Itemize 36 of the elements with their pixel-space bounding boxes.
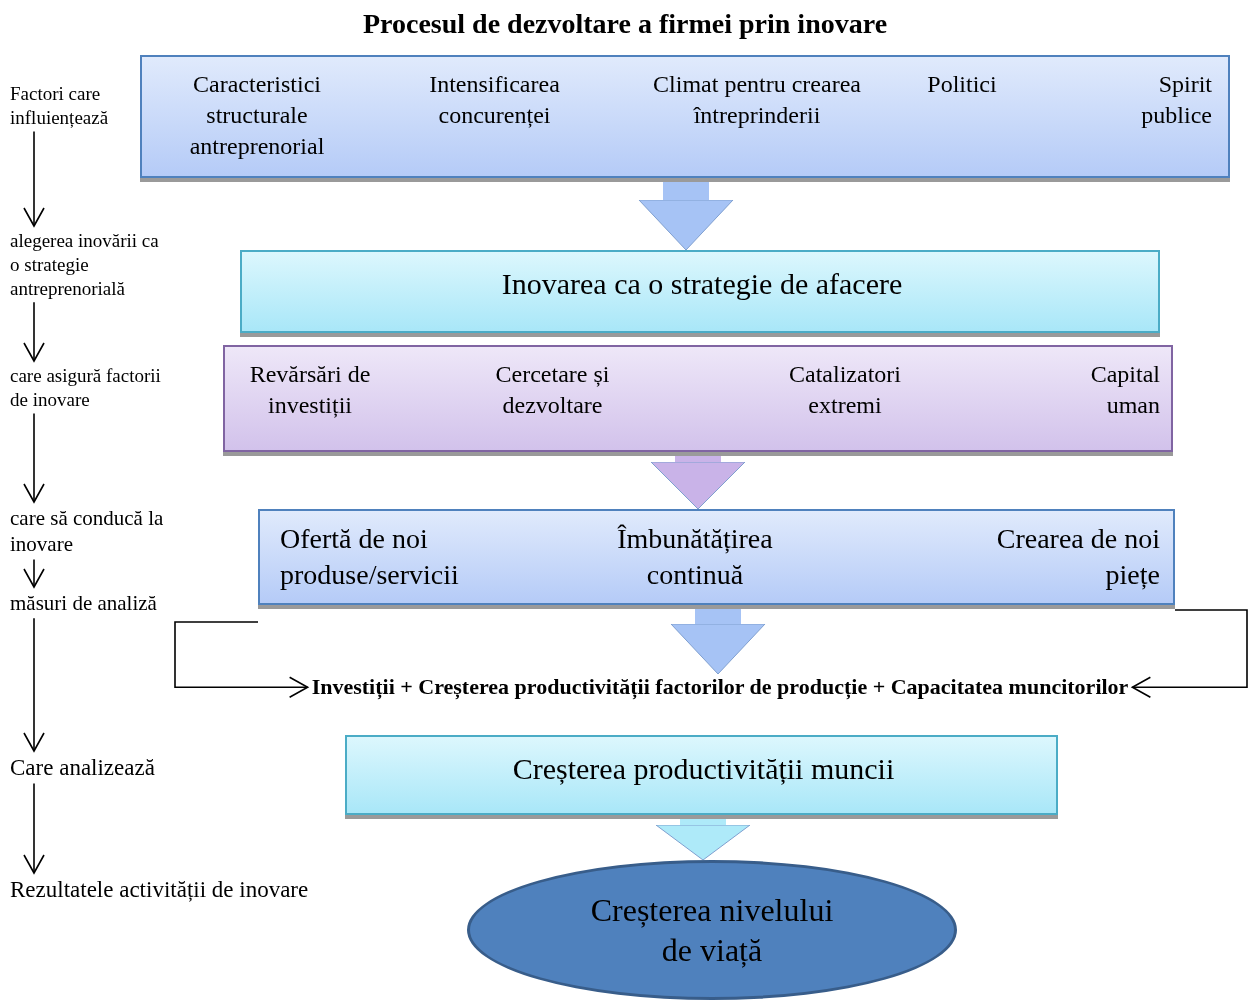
box-text: Caracteristici structurale antreprenorial bbox=[188, 70, 326, 162]
step-text: măsuri de analiză bbox=[10, 590, 190, 617]
arrow bbox=[23, 301, 45, 362]
ellipse-text: Creșterea nivelului de viață bbox=[589, 891, 835, 970]
box-text: Capital uman bbox=[1089, 360, 1160, 421]
box-text: Inovarea ca o strategie de afacere bbox=[500, 266, 904, 302]
step-text: care asigură factorii de inovare bbox=[10, 364, 170, 412]
arrow bbox=[23, 782, 45, 874]
arrow bbox=[174, 621, 309, 698]
block-arrow bbox=[655, 817, 751, 861]
box-text: Creșterea productivității muncii bbox=[511, 751, 896, 787]
box-text: Spirit publice bbox=[1140, 70, 1212, 131]
step-text: Factori care influiențează bbox=[10, 82, 160, 130]
box-text: Politici bbox=[926, 70, 998, 99]
step-text: Care analizează bbox=[10, 754, 190, 782]
box-text: Revărsări de investiții bbox=[248, 360, 372, 421]
step-text: alegerea inovării ca o strategie antreprenorială bbox=[10, 229, 172, 301]
arrow bbox=[23, 617, 45, 752]
block-arrow bbox=[638, 180, 734, 251]
box-text: Crearea de noi piețe bbox=[995, 522, 1160, 593]
box-text: Îmbunătățirea continuă bbox=[616, 522, 774, 593]
box-text: Intensificarea concurenței bbox=[428, 70, 561, 131]
step-text: Rezultatele activității de inovare bbox=[10, 876, 350, 904]
box-text: Ofertă de noi produse/servicii bbox=[280, 522, 460, 593]
formula-text: Investiții + Creșterea productivității factorilor de producție + Capacitatea muncitorilor bbox=[311, 674, 1129, 701]
diagram-title: Procesul de dezvoltare a firmei prin inovare bbox=[361, 8, 889, 40]
arrow bbox=[23, 412, 45, 503]
arrow bbox=[1131, 609, 1248, 698]
step-text: care să conducă la inovare bbox=[10, 505, 165, 558]
box-text: Climat pentru crearea întreprinderii bbox=[652, 70, 862, 131]
box-text: Cercetare și dezvoltare bbox=[494, 360, 611, 421]
arrow bbox=[23, 130, 45, 227]
block-arrow bbox=[670, 607, 766, 675]
box-text: Catalizatori extremi bbox=[788, 360, 902, 421]
arrow bbox=[23, 558, 45, 588]
block-arrow bbox=[650, 454, 746, 510]
